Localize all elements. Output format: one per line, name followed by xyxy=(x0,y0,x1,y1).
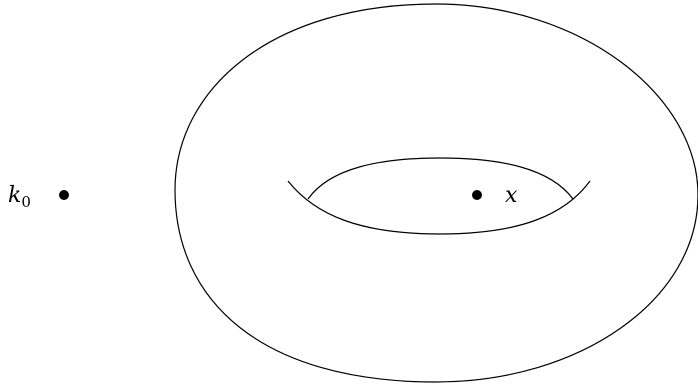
label-x: x xyxy=(505,183,518,208)
torus-hole-upper-arc xyxy=(308,158,573,199)
torus-outer-boundary xyxy=(175,4,698,382)
label-k0: k0 xyxy=(8,183,31,211)
label-k0-main: k xyxy=(8,183,21,208)
torus-hole-lower-arc xyxy=(288,181,590,234)
label-k0-subscript: 0 xyxy=(21,193,31,211)
point-k0 xyxy=(59,190,69,200)
point-x xyxy=(472,190,482,200)
